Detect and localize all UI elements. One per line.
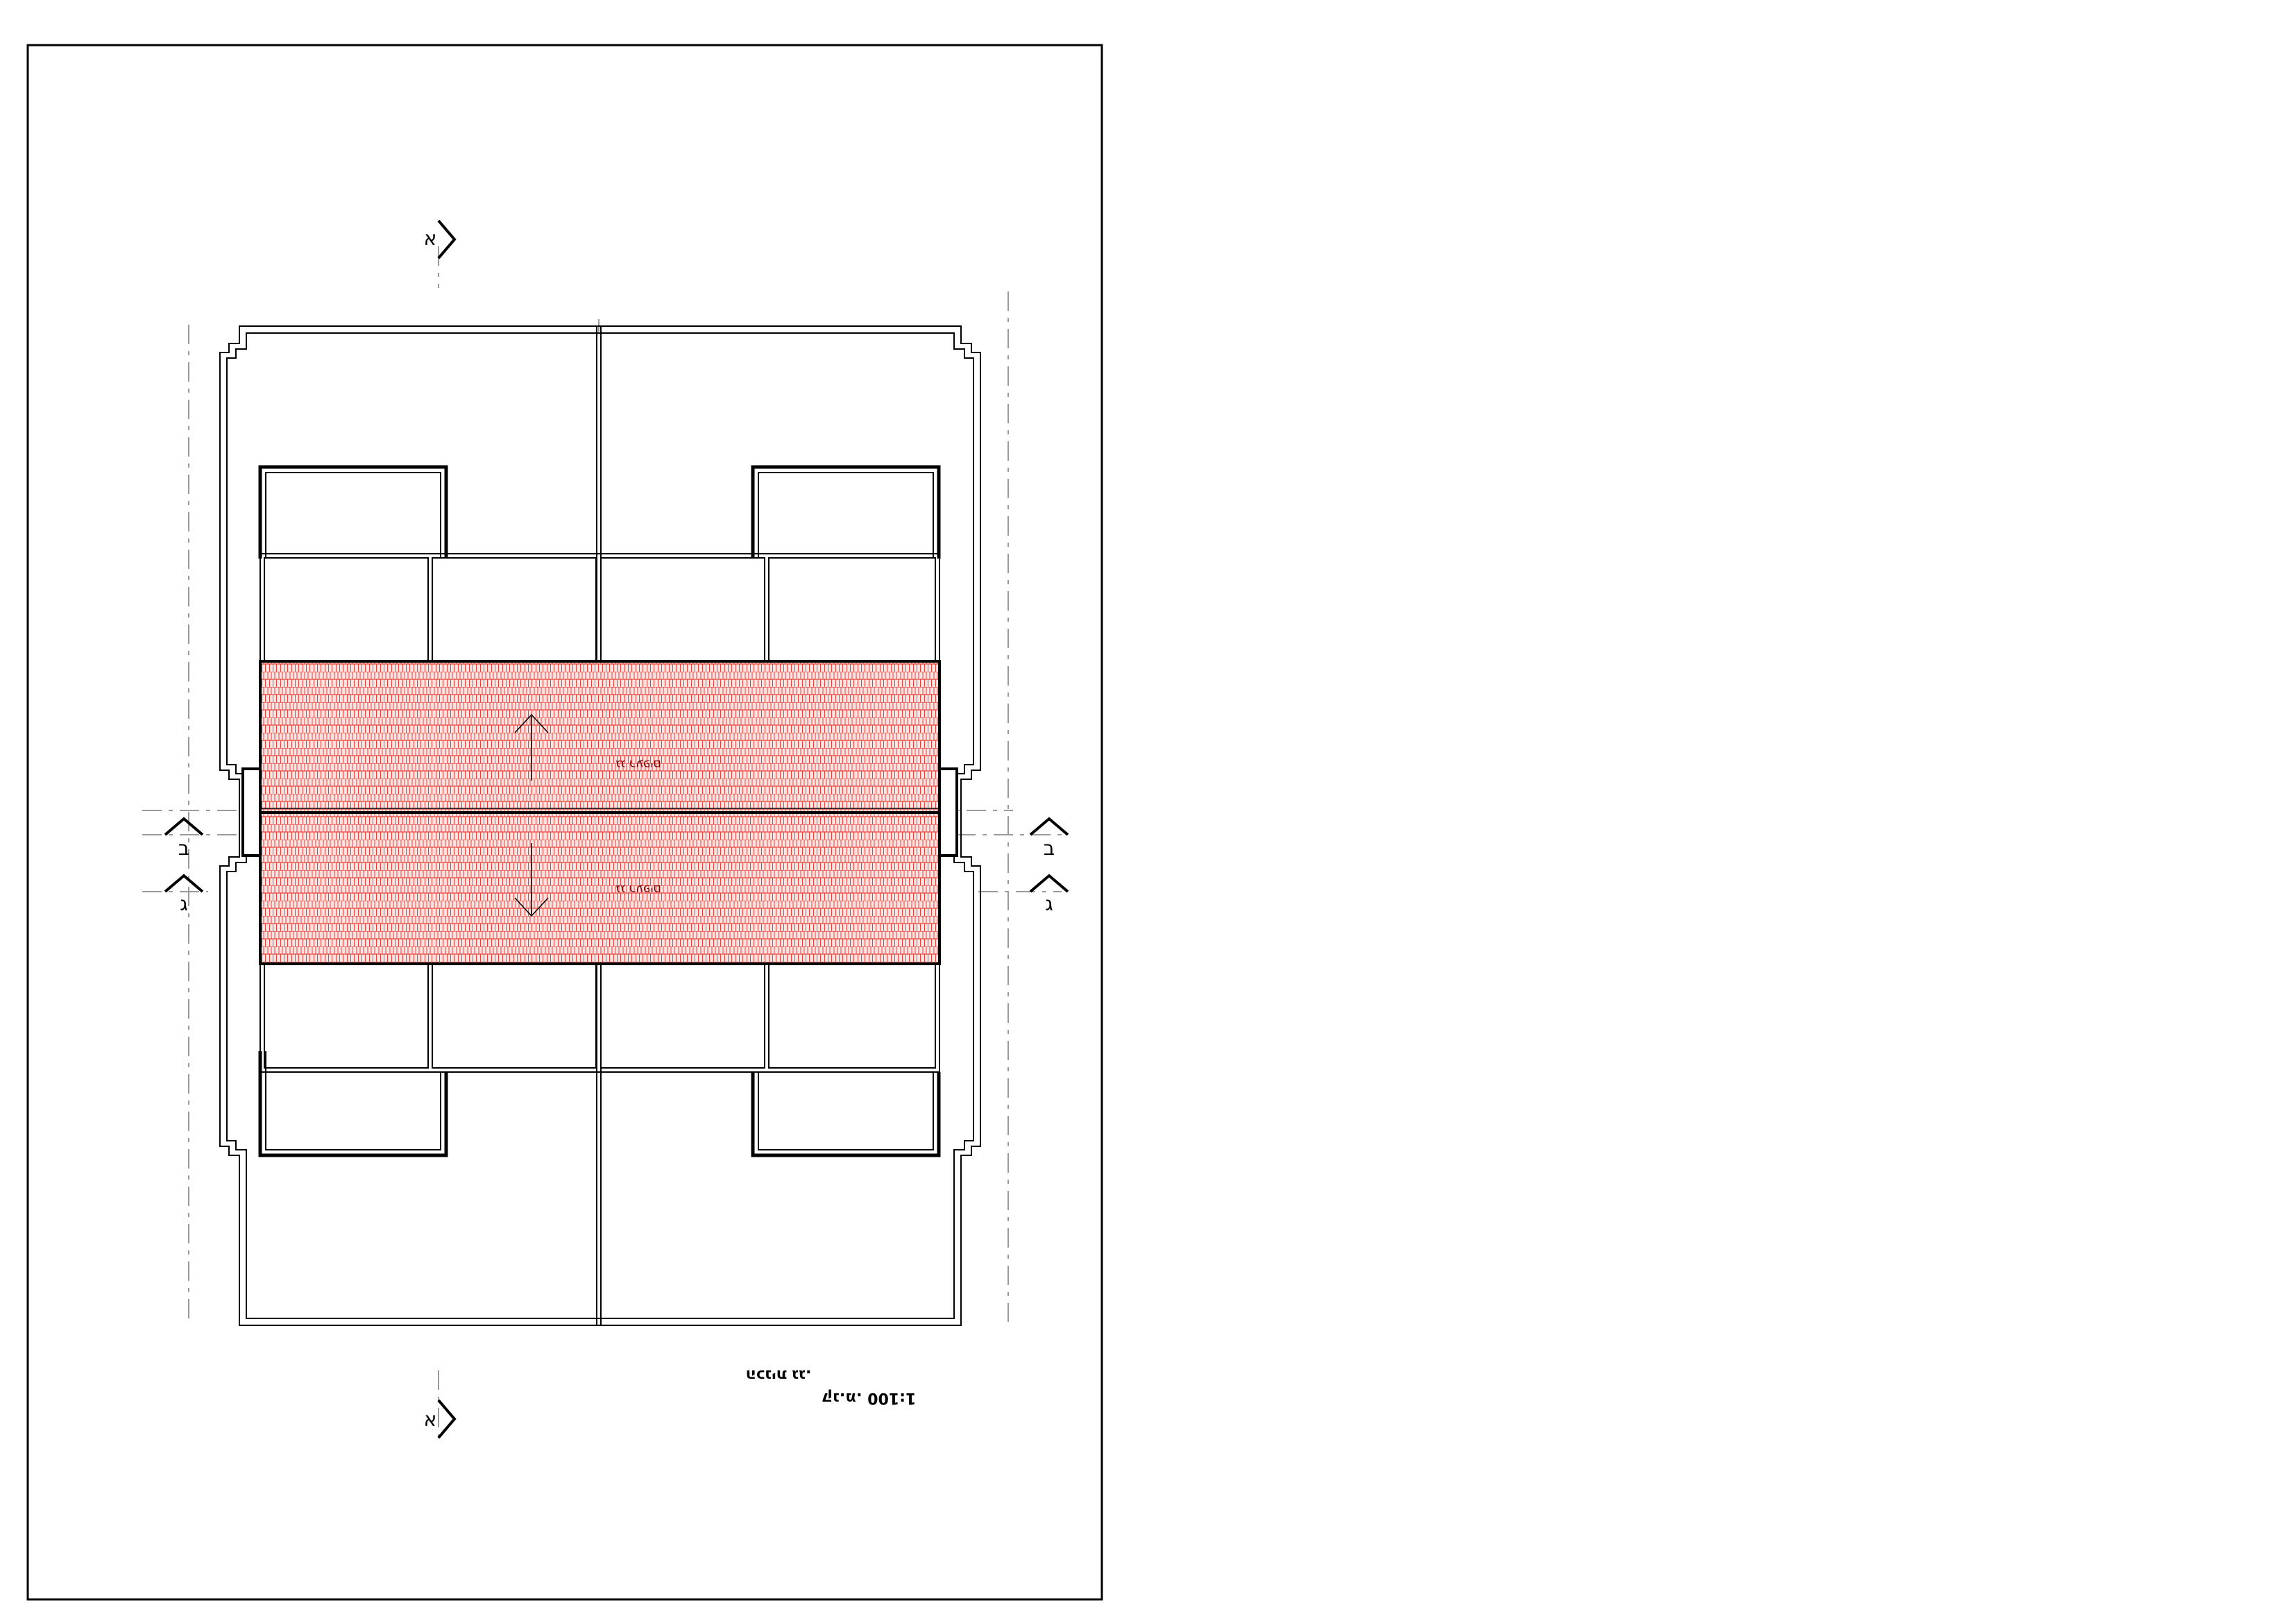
lower-room-cells [260,960,940,1073]
section-marker-g-right: ג [1029,874,1069,915]
section-marker-a-bottom: א [424,1399,457,1439]
section-marker-b-left: ב [164,817,204,860]
building-outline [219,325,981,1326]
tiled-roof [259,660,941,965]
svg-text:גג רעפים: גג רעפים [615,882,661,896]
upper-room-cells [260,553,940,662]
title-line-2: קנ.מ. 1:100 [822,1389,917,1407]
svg-text:א: א [424,1408,437,1431]
svg-text:גג רעפים: גג רעפים [615,757,661,771]
svg-text:קנ.מ. 1:100: קנ.מ. 1:100 [822,1389,917,1407]
svg-text:ב: ב [1044,837,1055,860]
title-line-1: .הכנית גג [746,1366,812,1384]
svg-text:ג: ג [1045,892,1053,915]
sheet-frame [26,44,1103,1601]
slope-arrows [514,713,549,917]
svg-text:א: א [424,227,437,250]
svg-text:.הכנית גג: .הכנית גג [746,1366,812,1384]
roof-label-south: גג רעפים [615,882,661,896]
balcony-boxes [258,465,941,1157]
svg-text:ב: ב [178,837,189,860]
section-marker-g-left: ג [164,874,204,915]
section-marker-a-top: א [424,219,457,260]
roof-label-north: גג רעפים [615,757,661,771]
svg-text:ג: ג [180,892,188,915]
gable-stubs [241,767,958,857]
section-marker-b-right: ב [1029,817,1069,860]
roof-slope-north [259,660,941,814]
roof-slope-south [259,811,941,965]
